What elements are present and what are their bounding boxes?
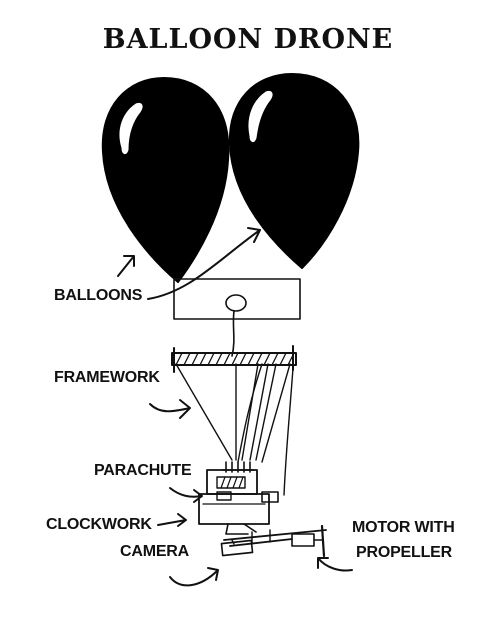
mechanism-link bbox=[225, 523, 257, 535]
camera-body bbox=[220, 539, 254, 557]
propeller bbox=[320, 524, 326, 558]
arrow-framework bbox=[149, 399, 191, 419]
label-motor-line1: MOTOR WITH bbox=[352, 519, 455, 536]
label-balloons: BALLOONS bbox=[54, 287, 143, 304]
left-balloon-highlight bbox=[119, 103, 143, 155]
label-motor-line2: PROPELLER bbox=[356, 544, 452, 561]
arrow-balloons-left bbox=[117, 255, 135, 277]
balloon-base bbox=[173, 278, 301, 320]
arrow-camera bbox=[169, 567, 219, 587]
right-balloon bbox=[228, 73, 360, 269]
arrows bbox=[117, 227, 353, 587]
right-balloon-highlight bbox=[248, 91, 273, 143]
base-ring bbox=[225, 294, 247, 312]
clockwork-knob bbox=[261, 491, 279, 503]
tether bbox=[231, 310, 235, 357]
motor-body bbox=[291, 533, 315, 547]
suspension-lines bbox=[175, 363, 294, 496]
label-framework: FRAMEWORK bbox=[54, 369, 160, 386]
framework-bar bbox=[171, 352, 297, 366]
clockwork-cap bbox=[216, 491, 232, 501]
camera-mount bbox=[231, 539, 235, 545]
parachute-knot bbox=[221, 461, 255, 473]
left-balloon bbox=[101, 77, 230, 283]
label-clockwork: CLOCKWORK bbox=[46, 516, 152, 533]
label-parachute: PARACHUTE bbox=[94, 462, 192, 479]
arrow-clockwork bbox=[157, 513, 187, 527]
clockwork-box bbox=[198, 493, 270, 525]
diagram-title: BALLOON DRONE bbox=[102, 24, 394, 55]
framework-bar-hatching bbox=[175, 352, 295, 366]
label-camera: CAMERA bbox=[120, 543, 190, 560]
parachute-pack bbox=[206, 469, 258, 495]
arrow-motor bbox=[317, 557, 353, 572]
arrow-parachute bbox=[169, 487, 203, 503]
parachute-window-hatch bbox=[220, 476, 244, 489]
arrow-balloons-right bbox=[147, 227, 261, 300]
propeller-arm bbox=[223, 529, 327, 547]
